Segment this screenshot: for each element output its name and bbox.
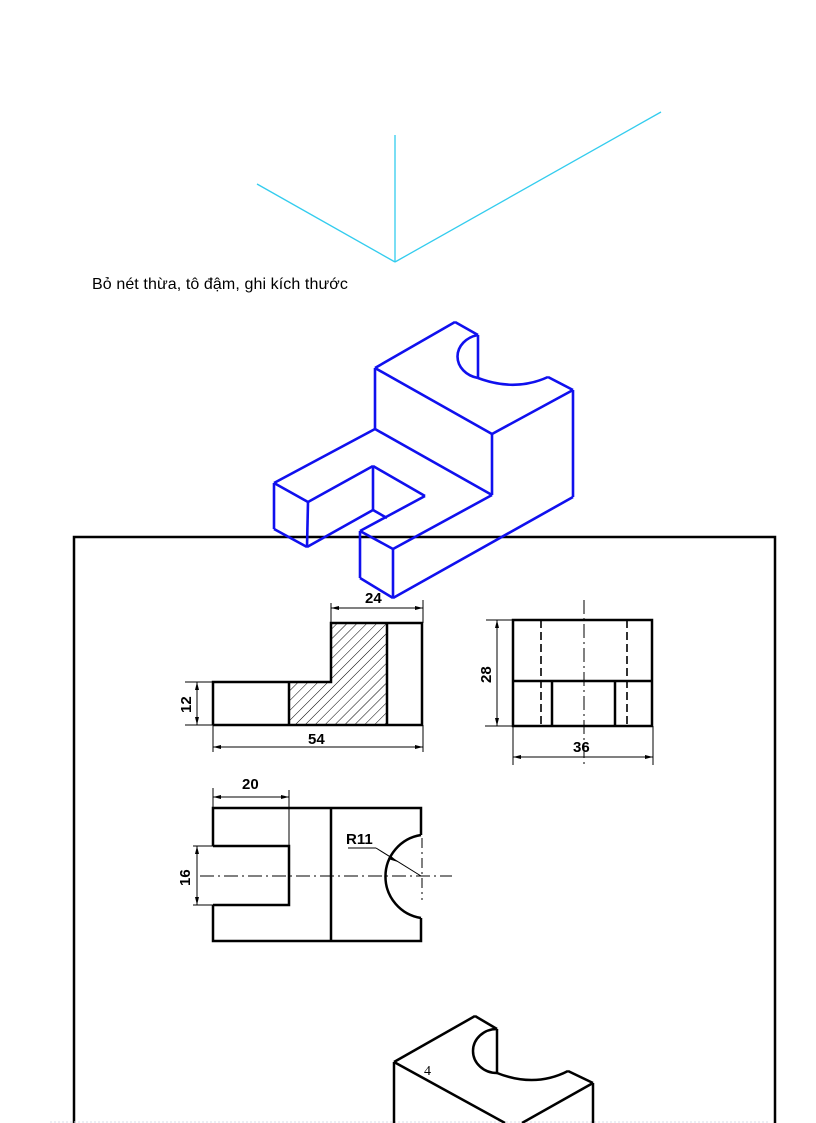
bottom-isometric-model [392, 1014, 595, 1123]
dim-16: 16 [177, 869, 194, 886]
top-view: 20 16 R11 [177, 776, 452, 943]
section-hatch [289, 623, 387, 725]
dim-36: 36 [573, 739, 590, 756]
dim-24: 24 [365, 590, 382, 607]
front-view: 24 54 12 [178, 590, 424, 752]
dim-54: 54 [308, 731, 325, 748]
isometric-axes [256, 111, 662, 263]
dim-20: 20 [242, 776, 259, 793]
isometric-model [272, 320, 575, 600]
dim-r11: R11 [346, 831, 373, 848]
dim-28: 28 [478, 666, 495, 683]
instruction-text: Bỏ nét thừa, tô đậm, ghi kích thước [92, 276, 348, 293]
face-label: 4 [424, 1064, 431, 1079]
side-view: 28 36 [478, 600, 654, 765]
drawing-frame [72, 535, 777, 1123]
dim-12: 12 [178, 696, 195, 713]
